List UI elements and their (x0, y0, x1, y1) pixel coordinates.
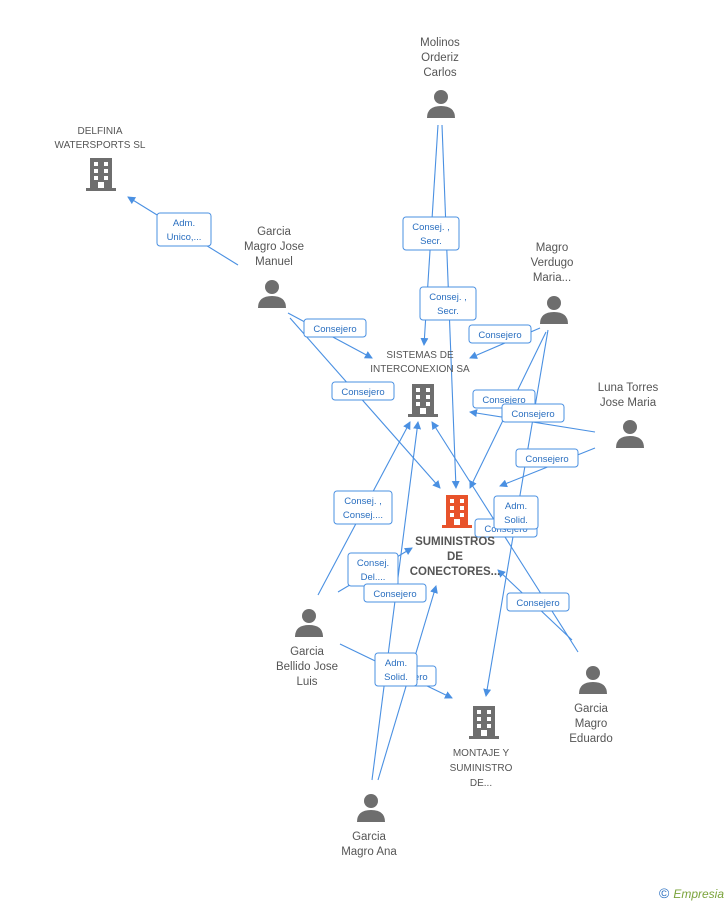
building-icon (408, 384, 438, 417)
edge-label[interactable]: Consejero (363, 583, 427, 603)
edge-label[interactable]: Adm. Solid. (493, 495, 539, 530)
node-label: Garcia (352, 831, 386, 843)
edge-label[interactable]: Consejero (506, 592, 570, 612)
edge-label-line: Consejero (516, 598, 559, 609)
edge-label[interactable]: Adm. Solid. (374, 652, 418, 687)
building-icon (86, 158, 116, 191)
node-label: Garcia (574, 703, 608, 715)
edge-label[interactable]: Consej. Del.... (347, 552, 399, 587)
edge-label-line: Consejero (525, 454, 568, 465)
edge-label-line: Secr. (437, 306, 459, 317)
edge-labels: Adm. Unico,... Consej. , Secr. Consej. ,… (156, 212, 579, 687)
edge-label-line: Consej. , (344, 496, 382, 507)
edge-label[interactable]: Consejero (303, 318, 367, 338)
edge-garciajm-suministros (289, 317, 441, 489)
person-icon (357, 794, 385, 822)
node-person[interactable]: Garcia Bellido Jose Luis (276, 609, 338, 688)
node-label: DE (447, 551, 463, 563)
edge-label-line: Consej. , (412, 222, 450, 233)
building-icon (442, 495, 472, 528)
node-person[interactable]: Garcia Magro Ana (341, 794, 397, 858)
person-icon (258, 280, 286, 308)
edge-label[interactable]: Consejero (468, 324, 532, 344)
node-label: MONTAJE Y (453, 748, 510, 759)
node-label: Maria... (533, 272, 571, 284)
node-person[interactable]: Molinos Orderiz Carlos (420, 37, 460, 118)
edge-label-line: Solid. (384, 672, 408, 683)
person-icon (540, 296, 568, 324)
building-icon (469, 706, 499, 739)
node-person[interactable]: Luna Torres Jose Maria (598, 382, 659, 448)
node-focus-company[interactable]: SUMINISTROS DE CONECTORES... (410, 495, 501, 578)
edge-label[interactable]: Consej. , Secr. (419, 286, 477, 321)
node-label: Garcia (257, 226, 291, 238)
edge-label-line: Adm. (385, 658, 407, 669)
edge-label-line: Consejero (482, 395, 525, 406)
brand-logo: Empresia (673, 887, 724, 901)
edge-label-line: Consejero (478, 330, 521, 341)
edge-label-line: Consejero (341, 387, 384, 398)
edge-label-line: Del.... (361, 572, 386, 583)
edge-label[interactable]: Consejero (501, 403, 565, 423)
node-company[interactable]: MONTAJE Y SUMINISTRO DE... (450, 706, 513, 789)
node-label: Magro (536, 242, 569, 254)
node-label: Jose Maria (600, 397, 657, 409)
edge-label[interactable]: Consejero (515, 448, 579, 468)
edge-label[interactable]: Consej. , Consej.... (333, 490, 393, 525)
node-label: DE... (470, 778, 492, 789)
node-label: WATERSPORTS SL (55, 140, 146, 151)
node-company[interactable]: SISTEMAS DE INTERCONEXION SA (370, 350, 470, 417)
node-label: Magro Jose (244, 241, 304, 253)
node-company[interactable]: DELFINIA WATERSPORTS SL (55, 126, 146, 191)
edge-label-line: Adm. (173, 218, 195, 229)
node-label: Luna Torres (598, 382, 659, 394)
edge-label-line: Unico,... (167, 232, 202, 243)
node-person[interactable]: Magro Verdugo Maria... (531, 242, 574, 324)
node-label: Carlos (423, 67, 456, 79)
brand-footer[interactable]: ©Empresia (659, 885, 724, 901)
nodes: Molinos Orderiz Carlos DELFINIA WATERSPO… (55, 37, 659, 858)
edge-label[interactable]: Adm. Unico,... (156, 212, 212, 247)
node-person[interactable]: Garcia Magro Jose Manuel (244, 226, 304, 308)
person-icon (427, 90, 455, 118)
copyright-icon: © (658, 885, 670, 901)
person-icon (616, 420, 644, 448)
node-label: Molinos (420, 37, 460, 49)
edge-label-line: Consejero (511, 409, 554, 420)
person-icon (295, 609, 323, 637)
node-label: SISTEMAS DE (386, 350, 454, 361)
node-label: Bellido Jose (276, 661, 338, 673)
node-label: CONECTORES... (410, 566, 501, 578)
edge-label[interactable]: Consej. , Secr. (402, 216, 460, 251)
node-label: Magro Ana (341, 846, 397, 858)
node-label: Garcia (290, 646, 324, 658)
edge-label-line: Consejero (313, 324, 356, 335)
edge-label-line: Solid. (504, 515, 528, 526)
node-label: Eduardo (569, 733, 612, 745)
edge-label[interactable]: Consejero (331, 381, 395, 401)
node-label: SUMINISTROS (415, 536, 495, 548)
node-label: Magro (575, 718, 608, 730)
node-label: INTERCONEXION SA (370, 364, 470, 375)
edge-label-line: Consej.... (343, 510, 383, 521)
edge-label-line: Adm. (505, 501, 527, 512)
edge-label-line: Secr. (420, 236, 442, 247)
node-label: Manuel (255, 256, 293, 268)
person-icon (579, 666, 607, 694)
node-label: Orderiz (421, 52, 459, 64)
edge-label-line: Consejero (373, 589, 416, 600)
node-label: DELFINIA (77, 126, 122, 137)
edge-label-line: Consej. (357, 558, 389, 569)
edge-label-line: Consej. , (429, 292, 467, 303)
node-label: Luis (296, 676, 317, 688)
node-label: SUMINISTRO (450, 763, 513, 774)
node-label: Verdugo (531, 257, 574, 269)
node-person[interactable]: Garcia Magro Eduardo (569, 666, 613, 745)
